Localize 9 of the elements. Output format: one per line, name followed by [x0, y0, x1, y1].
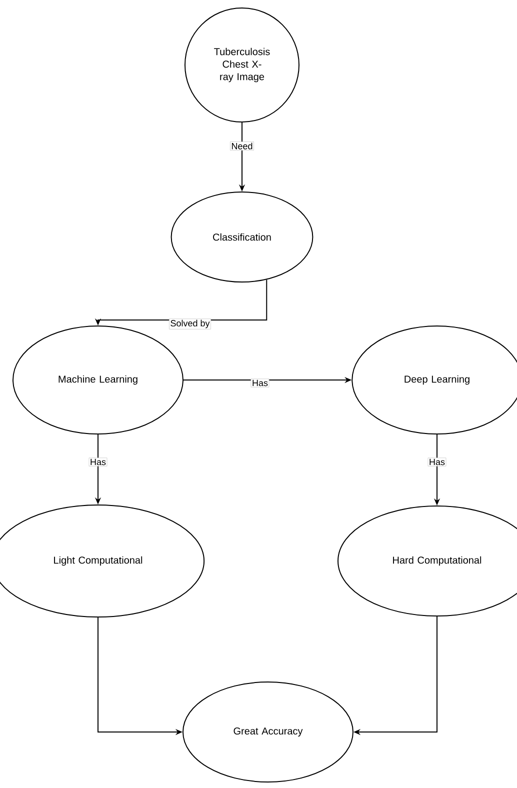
edge-label: Has [250, 378, 270, 388]
ellipse-node: Tuberculosis Chest X-ray Image [184, 8, 300, 123]
ellipse-node: Machine Learning [12, 326, 184, 434]
edge-label: Need [230, 142, 254, 151]
edge-label: Has [428, 458, 446, 466]
ellipse-node: Classification [170, 192, 314, 282]
edge-label: Solved by [169, 318, 211, 330]
ellipse-node: Great Accuracy [182, 682, 354, 782]
edge-label: Has [88, 458, 108, 466]
